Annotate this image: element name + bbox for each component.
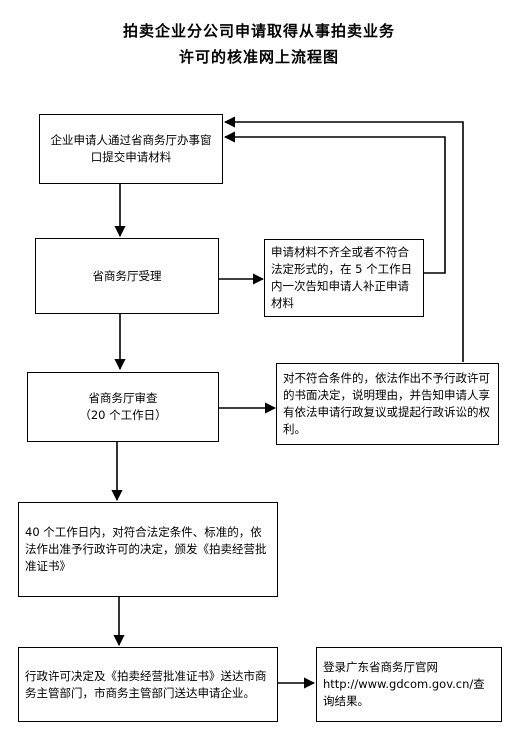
page-title-line-2: 许可的核准网上流程图 <box>178 48 339 66</box>
node-approve-text: 40 个工作日内，对符合法定条件、标准的，依法作出准予行政许可的决定，颁发《拍卖… <box>25 525 267 573</box>
node-deliver: 行政许可决定及《拍卖经营批准证书》送达市商务主管部门，市商务主管部门送达申请企业… <box>18 647 278 722</box>
node-review-duration: （20 个工作日） <box>79 408 167 422</box>
node-incomplete-text: 申请材料不齐全或者不符合法定形式的，在 5 个工作日内一次告知申请人补正申请材料 <box>271 245 413 310</box>
node-deliver-text: 行政许可决定及《拍卖经营批准证书》送达市商务主管部门，市商务主管部门送达申请企业… <box>25 668 267 700</box>
page-title-line-1: 拍卖企业分公司申请取得从事拍卖业务 <box>122 22 395 40</box>
node-approve: 40 个工作日内，对符合法定条件、标准的，依法作出准予行政许可的决定，颁发《拍卖… <box>18 502 278 597</box>
node-review: 省商务厅审查 （20 个工作日） <box>27 372 219 442</box>
node-reject-text: 对不符合条件的，依法作出不予行政许可的书面决定，说明理由，并告知申请人享有依法申… <box>283 371 490 436</box>
node-reject: 对不符合条件的，依法作出不予行政许可的书面决定，说明理由，并告知申请人享有依法申… <box>276 363 499 445</box>
node-accept-text: 省商务厅受理 <box>92 268 162 283</box>
node-submit-text: 企业申请人通过省商务厅办事窗口提交申请材料 <box>50 133 212 164</box>
node-review-title: 省商务厅审查 <box>88 391 158 405</box>
arrow-incomplete-to-submit <box>223 131 446 274</box>
arrow-reject-to-submit <box>223 116 464 362</box>
node-query: 登录广东省商务厅官网 http://www.gdcom.gov.cn/查询结果。 <box>316 647 502 722</box>
node-incomplete: 申请材料不齐全或者不符合法定形式的，在 5 个工作日内一次告知申请人补正申请材料 <box>264 239 424 317</box>
node-submit: 企业申请人通过省商务厅办事窗口提交申请材料 <box>39 114 223 184</box>
node-accept: 省商务厅受理 <box>35 238 219 314</box>
node-query-text: 登录广东省商务厅官网 http://www.gdcom.gov.cn/查询结果。 <box>323 660 485 708</box>
